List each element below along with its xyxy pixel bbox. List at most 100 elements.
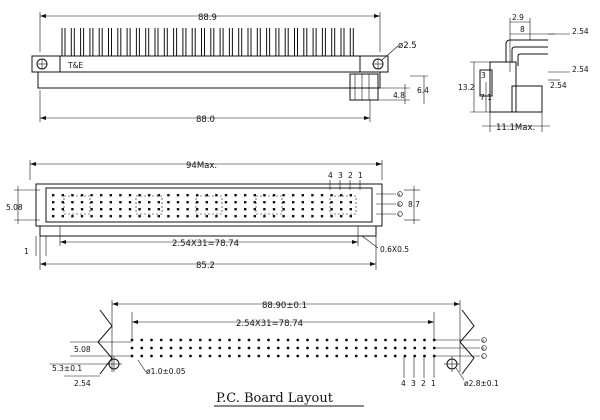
front-pin: [320, 194, 324, 197]
pcb-hole: [179, 354, 183, 358]
pcb-row-2: 2: [421, 379, 426, 388]
top-overall-width: 88.9: [198, 13, 217, 23]
front-pin: [196, 215, 199, 218]
pcb-hole: [276, 346, 280, 350]
pcb-hole: [267, 354, 270, 358]
pcb-hole: [286, 354, 290, 358]
front-pin: [301, 201, 304, 204]
pcb-hole: [354, 354, 358, 358]
front-pin: [311, 215, 314, 218]
pcb-hole: [189, 338, 192, 342]
pcb-hole: [413, 346, 417, 350]
pcb-hole: [140, 354, 144, 358]
top-view: 88.9 T&E ø2.5 4.8 6.4: [31, 12, 429, 125]
front-pin: [61, 208, 64, 211]
pcb-hole: [423, 354, 426, 358]
pcb-hole: [159, 338, 163, 342]
pcb-hole: [354, 346, 358, 350]
front-pin: [61, 201, 64, 204]
pcb-row-4: 4: [401, 379, 406, 388]
front-pin: [340, 194, 343, 197]
front-pin: [119, 201, 122, 204]
pcb-hole: [364, 354, 368, 358]
pcb-hole: [267, 338, 270, 342]
front-col-c: c: [398, 212, 400, 217]
pcb-hole: [364, 346, 368, 350]
front-pin: [52, 215, 55, 218]
front-pitch-span: 2.54X31=78.74: [172, 239, 239, 249]
front-pin: [148, 201, 151, 204]
top-hole-dia: ø2.5: [398, 41, 417, 51]
front-pin: [234, 208, 237, 211]
pcb-mount-hole: ø2.8±0.1: [464, 379, 499, 388]
front-pin: [196, 208, 199, 211]
pcb-hole: [345, 338, 348, 342]
pcb-hole: [150, 354, 153, 358]
front-col-a: a: [398, 192, 401, 197]
pcb-dim-5-3: 5.3±0.1: [52, 364, 82, 373]
side-dim-7-1: 7.1: [480, 93, 492, 102]
front-pin: [292, 194, 295, 197]
side-dim-2-9: 2.9: [512, 13, 524, 22]
front-pin: [253, 194, 256, 197]
front-pin: [349, 215, 352, 218]
front-pin: [253, 201, 256, 204]
front-pin: [186, 201, 189, 204]
pcb-hole: [208, 338, 212, 342]
pcb-hole: [257, 338, 261, 342]
side-view: 2.9 8 2.54 2.54 2.54 13.2 3 7.1 11.1Max: [458, 13, 589, 133]
pcb-hole: [198, 346, 202, 350]
front-pin: [176, 201, 180, 204]
front-pin: [52, 201, 55, 204]
pcb-row-3: 3: [411, 379, 416, 388]
pcb-hole: [325, 338, 329, 342]
pcb-hole: [296, 346, 300, 350]
front-pin: [272, 215, 276, 218]
pcb-hole: [198, 354, 202, 358]
front-pin: [340, 208, 343, 211]
pcb-hole: [413, 338, 417, 342]
front-pin: [234, 215, 237, 218]
front-pin: [215, 194, 218, 197]
front-pin: [100, 201, 103, 204]
front-pin: [100, 215, 103, 218]
front-pin: [80, 215, 84, 218]
pcb-hole: [393, 346, 397, 350]
front-pin: [224, 201, 228, 204]
pcb-hole: [296, 354, 300, 358]
pcb-hole: [403, 346, 407, 350]
front-pins: [52, 194, 352, 218]
pcb-hole: [228, 338, 231, 342]
pcb-hole: [130, 346, 134, 350]
pcb-hole: [276, 338, 280, 342]
pcb-hole: [315, 354, 319, 358]
pcb-hole: [169, 338, 173, 342]
front-pin: [109, 208, 112, 211]
front-pin: [186, 194, 189, 197]
front-pin: [301, 208, 304, 211]
top-pins: [61, 28, 354, 56]
pcb-hole: [208, 354, 212, 358]
front-dim-1: 1: [24, 247, 29, 256]
front-pin: [282, 215, 285, 218]
pcb-hole: [237, 354, 241, 358]
front-pin: [90, 201, 93, 204]
pcb-hole: [179, 338, 183, 342]
pcb-hole: [286, 338, 290, 342]
pcb-col-a: a: [482, 338, 485, 343]
pcb-hole: [237, 346, 241, 350]
front-dim-5-08: 5.08: [6, 203, 23, 212]
front-col-b: b: [398, 202, 401, 207]
pcb-hole: [140, 338, 144, 342]
front-pin: [340, 201, 343, 204]
front-pin: [128, 215, 132, 218]
pcb-hole: [228, 354, 231, 358]
front-pin: [330, 208, 333, 211]
front-pin: [349, 194, 352, 197]
front-pin: [138, 194, 141, 197]
pcb-dim-5-08: 5.08: [74, 345, 91, 354]
side-dim-13-2: 13.2: [458, 83, 475, 92]
front-row-2: 2: [348, 171, 353, 180]
front-pin: [253, 208, 256, 211]
